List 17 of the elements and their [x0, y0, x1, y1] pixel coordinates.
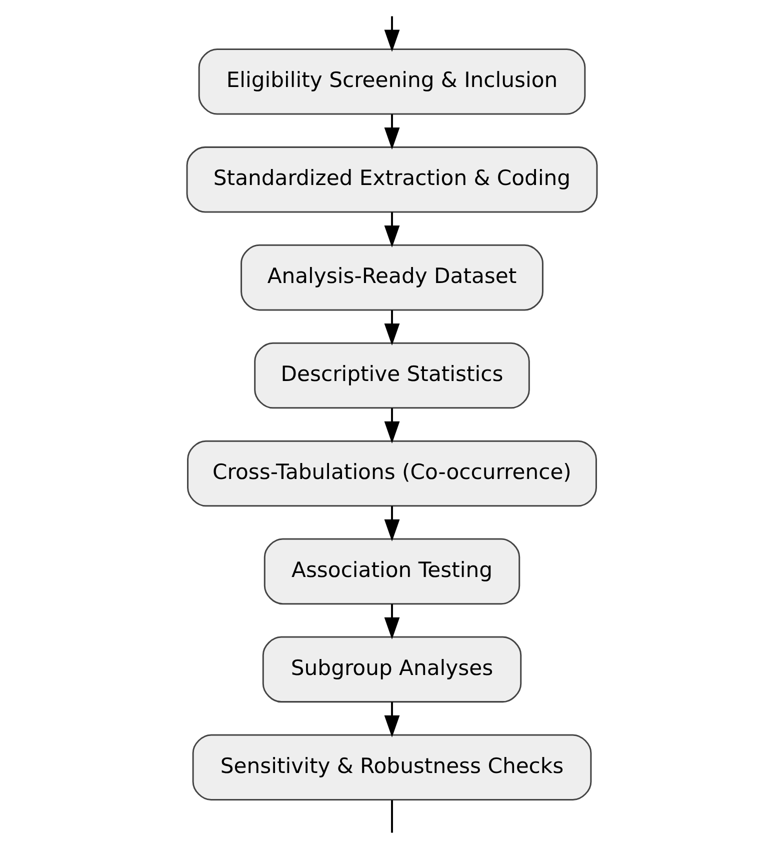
node-box: Standardized Extraction & Coding: [186, 146, 598, 213]
arrow: [384, 506, 400, 542]
arrow: [384, 408, 400, 444]
arrow: [384, 604, 400, 640]
node-box: Association Testing: [264, 538, 520, 605]
arrow: [384, 702, 400, 738]
arrow: [384, 212, 400, 248]
node-box: Sensitivity & Robustness Checks: [192, 734, 592, 801]
arrow: [384, 16, 400, 52]
node-box: Cross-Tabulations (Co-occurrence): [187, 440, 597, 507]
node-box: Subgroup Analyses: [262, 636, 522, 703]
node-box: Descriptive Statistics: [254, 342, 530, 409]
node-box: Eligibility Screening & Inclusion: [198, 48, 586, 115]
connector: [391, 800, 393, 833]
arrow: [384, 310, 400, 346]
node-box: Analysis-Ready Dataset: [240, 244, 544, 311]
arrow: [384, 114, 400, 150]
